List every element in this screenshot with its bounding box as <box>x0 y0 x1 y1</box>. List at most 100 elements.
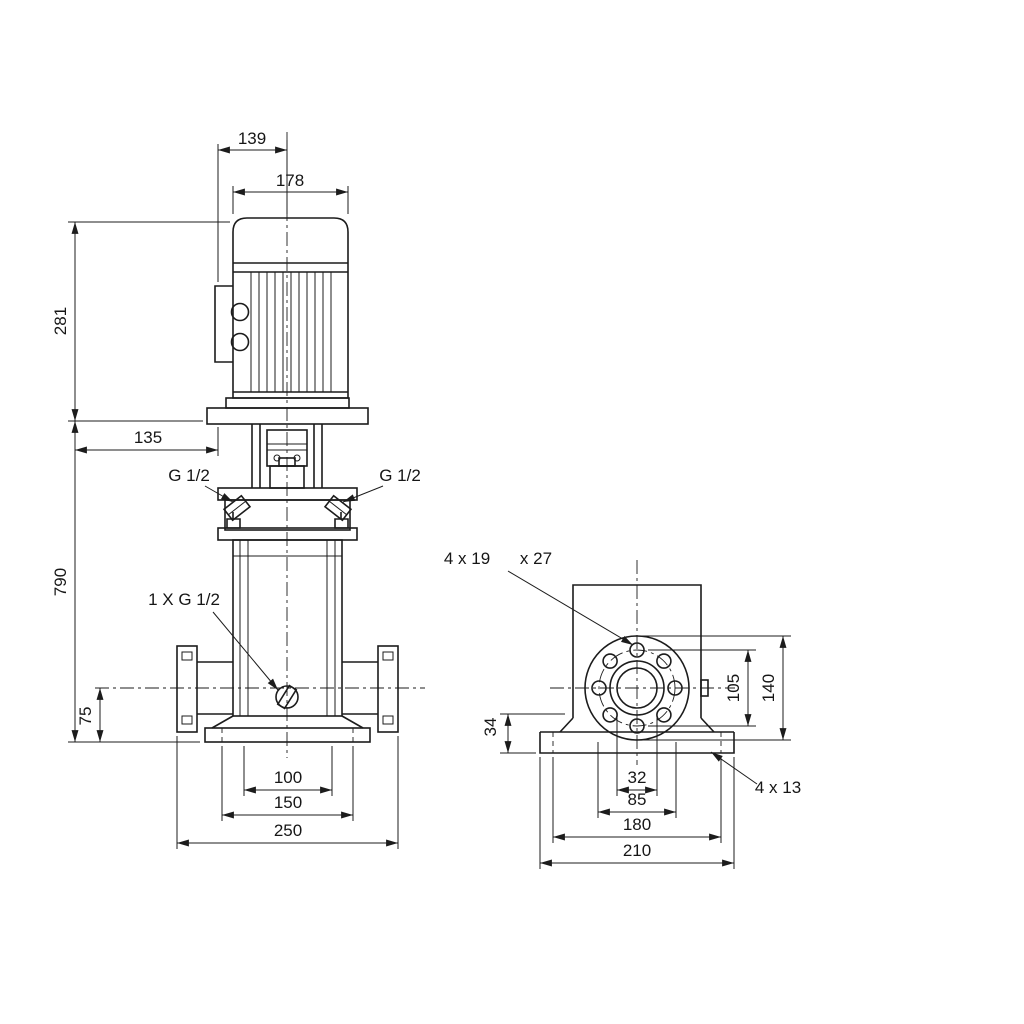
dim-210-text: 210 <box>623 841 651 860</box>
pump-head <box>217 487 358 541</box>
label-drain: 1 X G 1/2 <box>148 590 279 691</box>
terminal-box <box>214 285 250 363</box>
front-view <box>95 132 425 758</box>
base-holes-text: 4 x 13 <box>755 778 801 797</box>
side-body-outline <box>559 584 715 733</box>
label-base-holes: 4 x 13 <box>710 751 801 797</box>
bolt-hole-2 <box>656 653 672 669</box>
port-plug-right-body <box>323 494 353 522</box>
dim-139-text: 139 <box>238 129 266 148</box>
dim-178-text: 178 <box>276 171 304 190</box>
dim-34-ext <box>500 713 565 754</box>
suction-flange-plate <box>176 645 198 733</box>
dim-150-ext <box>221 746 354 821</box>
drain-plug-slot <box>276 684 298 710</box>
side-base-bolt-holes <box>552 732 722 753</box>
dim-85: 85 <box>597 742 677 818</box>
dim-32: 32 <box>616 712 658 796</box>
dim-139: 139 <box>217 129 288 282</box>
dim-105-ext <box>648 649 756 727</box>
side-dimensions: 4 x 19 x 27 105 140 34 4 x 13 32 <box>444 549 801 869</box>
dim-100: 100 <box>243 746 333 796</box>
base-flare <box>211 715 364 729</box>
chamber-outer <box>232 539 343 717</box>
motor-outline <box>232 217 349 399</box>
port-left-text: G 1/2 <box>168 466 210 485</box>
dim-105: 105 <box>648 649 756 727</box>
dim-140: 140 <box>640 635 791 741</box>
motor-fins <box>250 272 332 392</box>
dim-32-text: 32 <box>628 768 647 787</box>
chamber-inner-lines <box>233 540 342 716</box>
dim-34-text: 34 <box>481 718 500 737</box>
motor-stool <box>206 397 369 489</box>
dim-790-text: 790 <box>51 568 70 596</box>
base-front <box>204 715 371 743</box>
discharge-hub <box>342 661 378 715</box>
dim-85-text: 85 <box>628 790 647 809</box>
port-plug-right-line <box>329 500 347 516</box>
motor <box>232 217 349 399</box>
staybolt-nuts <box>226 512 349 529</box>
flange-holes-leader <box>507 570 634 646</box>
dim-180-ext <box>552 757 722 843</box>
port-plug-left-line <box>228 500 246 516</box>
stool-plate <box>206 407 369 425</box>
terminal-box-outline <box>214 285 233 363</box>
dim-178-ext <box>232 186 349 214</box>
suction-hub <box>197 661 233 715</box>
bolt-hole-6 <box>602 707 618 723</box>
dim-85-ext <box>597 742 677 818</box>
label-port-left: G 1/2 <box>168 466 234 503</box>
suction-flange <box>176 645 233 733</box>
port-plug-left <box>222 494 252 522</box>
port-plug-left-body <box>222 494 252 522</box>
stool-legs <box>251 424 323 488</box>
dim-140-text: 140 <box>759 674 778 702</box>
port-right-text: G 1/2 <box>379 466 421 485</box>
dim-178: 178 <box>232 171 349 214</box>
dim-139-ext <box>217 140 288 282</box>
dim-150-text: 150 <box>274 793 302 812</box>
flange-holes-qty-text: 4 x 19 <box>444 549 490 568</box>
port-right-leader <box>342 485 384 503</box>
label-port-right: G 1/2 <box>342 466 421 503</box>
dim-135: 135 <box>75 427 219 456</box>
chamber-stack <box>232 539 343 717</box>
dim-210-ext <box>539 757 735 869</box>
dim-180-text: 180 <box>623 815 651 834</box>
dim-75: 75 <box>76 688 104 742</box>
dim-75-text: 75 <box>76 707 95 726</box>
cable-entry-bottom <box>230 332 250 352</box>
dim-34: 34 <box>481 713 565 754</box>
side-view <box>539 560 735 765</box>
dim-180: 180 <box>552 757 722 843</box>
port-left-leader <box>204 485 234 503</box>
drain-text: 1 X G 1/2 <box>148 590 220 609</box>
dim-281-ext <box>68 221 230 422</box>
dim-105-text: 105 <box>724 674 743 702</box>
discharge-bolt-marks <box>382 651 394 725</box>
discharge-flange <box>342 645 399 733</box>
dim-281: 281 <box>51 221 230 422</box>
base-bolt-holes <box>221 728 354 742</box>
discharge-flange-plate <box>377 645 399 733</box>
front-dimensions: 178 139 281 790 135 75 G 1/2 <box>51 129 421 849</box>
motor-flange <box>225 397 350 409</box>
dim-790: 790 <box>51 421 200 743</box>
dim-140-ext <box>640 635 791 741</box>
drain-plug-slot-rect <box>276 684 298 710</box>
label-flange-holes: 4 x 19 x 27 <box>444 549 634 646</box>
base-plate <box>204 727 371 743</box>
cable-entry-top <box>230 302 250 322</box>
port-plug-right <box>323 494 353 522</box>
dim-250-text: 250 <box>274 821 302 840</box>
suction-bolt-marks <box>181 651 193 725</box>
head-body <box>224 499 351 531</box>
flange-holes-depth-text: x 27 <box>520 549 552 568</box>
dim-250-ext <box>176 736 399 849</box>
dim-281-text: 281 <box>51 307 70 335</box>
dim-250: 250 <box>176 736 399 849</box>
